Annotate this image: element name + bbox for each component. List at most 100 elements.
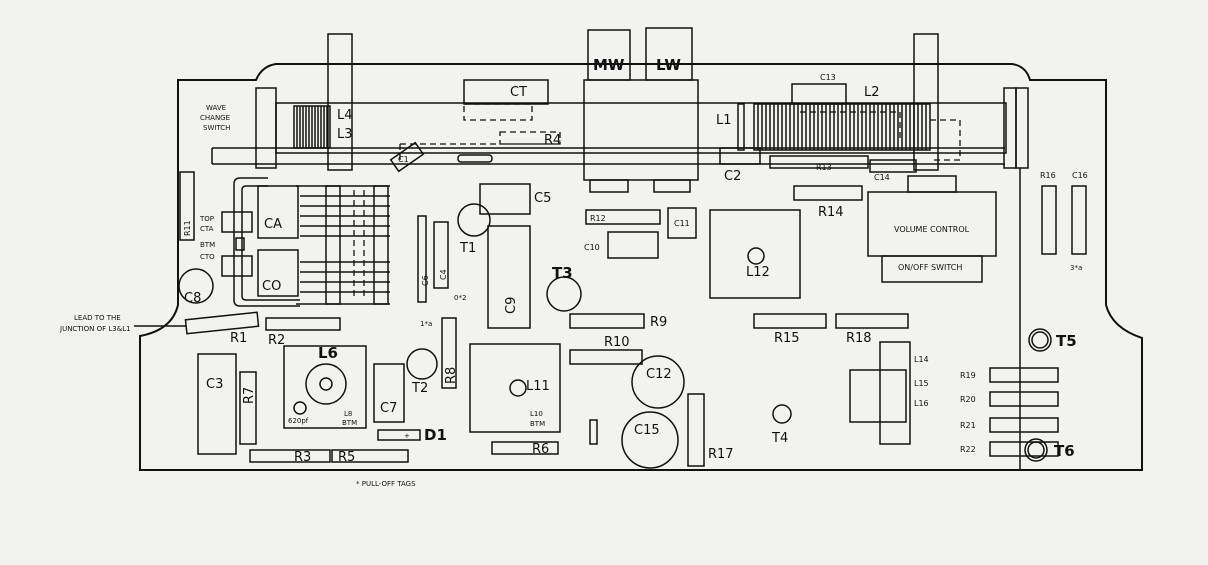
r12-resistor (585, 209, 661, 225)
l10-l11-coil (469, 343, 561, 433)
volume-control (867, 175, 997, 283)
c1-capacitor (389, 141, 425, 173)
c6-capacitor (417, 215, 427, 303)
coil-former-rod (211, 87, 1029, 169)
l8-label: L8 (344, 410, 352, 418)
c13-label: C13 (820, 73, 836, 82)
l11-label: L11 (526, 379, 550, 394)
l6-core-inner (319, 377, 333, 391)
r17-label: R17 (708, 447, 734, 462)
slider-tab-left (327, 33, 353, 171)
t4-transistor (772, 404, 792, 424)
ct-label: CT (510, 85, 527, 100)
btm-label: BTM (200, 241, 215, 249)
r2-label: R2 (268, 333, 285, 348)
c10-label: C10 (584, 243, 600, 252)
tag-3a: 3*a (1070, 264, 1082, 272)
t6-label: T6 (1054, 442, 1075, 460)
l10-btm-label: BTM (530, 420, 545, 428)
r13-label: R13 (816, 163, 832, 172)
r6-label: R6 (532, 442, 549, 457)
c620-label: 620pf (288, 417, 309, 425)
ct-trimmer (463, 79, 549, 105)
l6-core-outer (305, 363, 347, 405)
c9-capacitor (487, 225, 531, 329)
l15-label: L15 (914, 379, 929, 388)
board-outline (139, 63, 1143, 471)
c12-capacitor (631, 355, 685, 409)
t4-label: T4 (771, 431, 788, 446)
coil-l3-l4 (293, 105, 331, 149)
t2-label: T2 (411, 381, 428, 396)
c4-label: C4 (439, 269, 448, 280)
r1-label: R1 (230, 331, 247, 346)
c13-capacitor (791, 83, 847, 105)
r20-resistor (989, 391, 1059, 407)
t5-label: T5 (1056, 332, 1077, 350)
r16-label: R16 (1040, 171, 1056, 180)
l1-label: L1 (716, 113, 732, 128)
l11-core (509, 379, 527, 397)
r5-label: R5 (338, 450, 355, 465)
l12-label: L12 (746, 265, 770, 280)
r14-resistor (793, 185, 863, 201)
c15-capacitor (621, 411, 679, 469)
r21-resistor (989, 417, 1059, 433)
r8-resistor (441, 317, 457, 389)
r21-label: R21 (960, 421, 976, 430)
t1-label: T1 (459, 241, 476, 256)
lead-label-1: LEAD TO THE (74, 314, 121, 322)
c14-label: C14 (874, 173, 890, 182)
r17-resistor (687, 393, 705, 467)
wave-change-switch-label-1: WAVE (206, 104, 226, 112)
r2-resistor (265, 317, 341, 331)
lead-label-2: JUNCTION OF L3&L1 (59, 325, 131, 333)
c14-capacitor (869, 159, 917, 173)
r6-resistor (491, 441, 559, 455)
r7-label: R7 (242, 387, 257, 404)
r1-resistor (184, 311, 260, 335)
l8-btm-label: BTM (342, 419, 357, 427)
c4-capacitor (433, 221, 449, 289)
l12-coil (709, 209, 801, 299)
r19-label: R19 (960, 371, 976, 380)
t3-transistor (546, 276, 582, 312)
on-off-switch-label: ON/OFF SWITCH (898, 263, 962, 272)
t1-transistor (457, 203, 491, 237)
ca-label: CA (264, 217, 282, 232)
r8-label: R8 (444, 367, 459, 384)
r3-label: R3 (294, 450, 311, 465)
mw-tab (587, 29, 631, 81)
c11-label: C11 (674, 219, 690, 228)
r7-resistor (239, 371, 257, 445)
wave-switch-block (583, 27, 699, 193)
tag-0r2: 0*2 (454, 294, 466, 302)
l14-l16-transformer (849, 341, 911, 445)
wave-change-switch-label-2: CHANGE (200, 114, 230, 122)
pull-off-tag-top (457, 154, 493, 163)
t5-transistor-inner (1031, 331, 1049, 349)
l3-label: L3 (337, 127, 353, 142)
pull-off-tag-middle (589, 419, 598, 445)
t6-transistor-inner (1027, 441, 1045, 459)
r22-label: R22 (960, 445, 976, 454)
r13-resistor (769, 155, 869, 169)
r16-resistor (1041, 185, 1057, 255)
l6-coil (283, 345, 367, 429)
l4-label: L4 (337, 108, 353, 123)
l6-trim (293, 401, 307, 415)
c16-capacitor (1071, 185, 1087, 255)
c8-label: C8 (184, 291, 201, 306)
r4-dashed-resistor (399, 131, 561, 162)
l12-core (747, 247, 765, 265)
tag-1a: 1*a (420, 320, 432, 328)
c16-label: C16 (1072, 171, 1088, 180)
c6-label: C6 (421, 275, 430, 286)
d1-diode (377, 429, 421, 441)
co-label: CO (262, 279, 281, 294)
l2-label: L2 (864, 85, 880, 100)
d1-label: D1 (424, 426, 447, 444)
lw-tab (645, 27, 693, 81)
c10-capacitor (607, 231, 659, 259)
